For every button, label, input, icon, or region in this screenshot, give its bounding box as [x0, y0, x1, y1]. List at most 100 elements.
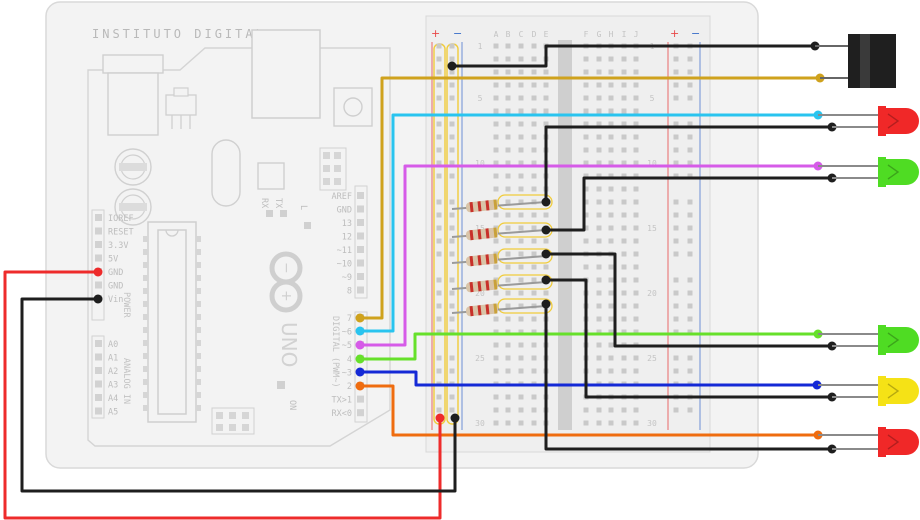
analog-pin-label: A3: [108, 381, 118, 391]
digital-pin-label: 7: [347, 314, 352, 324]
wire-5v-red: [3, 270, 442, 520]
analog-pin-label: A4: [108, 394, 118, 404]
bb-column-label: H: [609, 30, 614, 39]
digital-pin-label: ~10: [337, 260, 352, 270]
bb-row-label: 1: [478, 42, 483, 51]
svg-text:+: +: [278, 290, 294, 302]
power-pin-label: 5V: [108, 255, 118, 265]
wire-led3-cathode: [546, 252, 832, 348]
wire-endpoint: [355, 367, 365, 377]
arduino-logo: [269, 251, 303, 313]
rx-label: RX: [259, 198, 269, 209]
bb-column-label: A: [494, 30, 499, 39]
digital-pin-label: ~11: [337, 246, 352, 256]
digital-pin-label: ~9: [342, 273, 352, 283]
wire-endpoint: [447, 61, 457, 71]
digital-pin-label: 12: [342, 233, 352, 243]
digital-pin-label: RX<0: [332, 409, 352, 419]
wire-pin5-magenta: [360, 164, 818, 347]
bb-row-label: 20: [475, 289, 485, 298]
wire-endpoint: [541, 299, 551, 309]
wire-endpoint: [355, 354, 365, 364]
led-yellow: [818, 376, 919, 406]
bb-column-label: I: [622, 30, 627, 39]
bb-column-label: F: [584, 30, 589, 39]
tx-label: TX: [273, 198, 283, 209]
power-pin-label: Vin: [108, 295, 123, 305]
reset-button: [333, 87, 373, 127]
power-pin-label: 3.3V: [108, 241, 128, 251]
on-label: ON: [287, 400, 297, 410]
resistor: [451, 253, 547, 267]
digital-pin-label: AREF: [332, 192, 352, 202]
resistor: [451, 303, 547, 317]
wire-pin3-blue: [360, 370, 817, 387]
power-label: POWER: [121, 292, 131, 318]
bb-column-label: B: [506, 30, 511, 39]
wire-endpoint: [450, 413, 460, 423]
bb-row-label: 5: [478, 94, 483, 103]
analog-pin-label: A5: [108, 408, 118, 418]
analog-pin-label: A1: [108, 354, 118, 364]
power-jack: [102, 54, 164, 74]
wire-endpoint: [355, 326, 365, 336]
analog-label: ANALOG IN: [121, 358, 131, 404]
wire-endpoint: [355, 381, 365, 391]
bb-row-label: 5: [650, 94, 655, 103]
wire-endpoint: [541, 275, 551, 285]
power-pin-label: GND: [108, 268, 123, 278]
wire-endpoint: [541, 249, 551, 259]
icsp-header-2: [211, 407, 255, 435]
usb-port: [251, 29, 321, 119]
wire-led2-cathode: [546, 176, 832, 232]
led-green: [818, 325, 919, 355]
wire-pin6-cyan: [360, 113, 818, 333]
analog-pin-label: A0: [108, 340, 118, 350]
bb-column-label: C: [519, 30, 524, 39]
svg-text:−: −: [278, 262, 294, 274]
wire-pin7-yellow: [360, 76, 820, 320]
digital-pin-label: GND: [337, 206, 352, 216]
digital-pin-label: 8: [347, 287, 352, 297]
bb-row-label: 25: [647, 354, 657, 363]
bb-row-label: 15: [475, 224, 485, 233]
microcontroller-chip: [143, 221, 201, 423]
bb-column-label: E: [544, 30, 549, 39]
digital-pin-label: 13: [342, 219, 352, 229]
bb-row-label: 10: [647, 159, 657, 168]
power-pin-label: IOREF: [108, 214, 134, 224]
bb-row-label: 10: [475, 159, 485, 168]
bb-column-label: D: [532, 30, 537, 39]
digital-pin-label: TX>1: [332, 396, 352, 406]
wire-endpoint: [93, 294, 103, 304]
rail-plus-left: +: [431, 27, 440, 40]
led-red: [818, 427, 919, 457]
bb-column-label: J: [634, 30, 639, 39]
ldr-sensor: [815, 34, 896, 88]
bb-column-label: G: [597, 30, 602, 39]
wire-gnd-black: [20, 297, 457, 493]
wire-endpoint: [355, 313, 365, 323]
digital-label: DIGITAL (PWM~): [330, 316, 340, 388]
wire-endpoint: [435, 413, 445, 423]
digital-pin-label: 2: [347, 382, 352, 392]
analog-pin-label: A2: [108, 367, 118, 377]
rail-plus-right: +: [670, 27, 679, 40]
rail-minus-right: −: [691, 27, 700, 40]
led-green: [818, 157, 919, 187]
bb-row-label: 30: [647, 419, 657, 428]
wire-endpoint: [541, 197, 551, 207]
bb-row-label: 15: [647, 224, 657, 233]
power-pin-label: RESET: [108, 228, 134, 238]
l-led-label: L: [298, 205, 308, 210]
digital-pin-label: ~6: [342, 328, 352, 338]
wire-endpoint: [541, 225, 551, 235]
resistor: [451, 227, 547, 241]
digital-pin-label: ~5: [342, 341, 352, 351]
icsp-header: [319, 147, 347, 191]
wire-led5-cathode: [544, 304, 832, 451]
